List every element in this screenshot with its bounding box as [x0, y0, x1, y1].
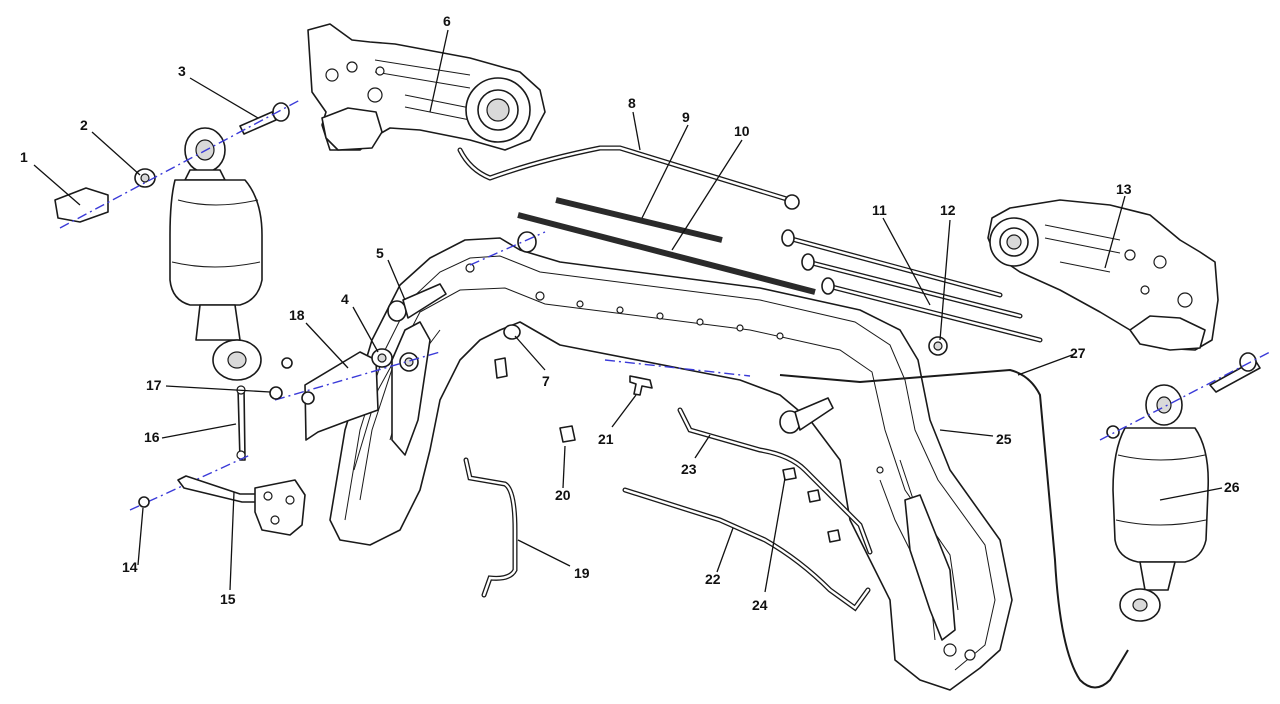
callout-12: 12 [940, 202, 956, 218]
part-3-bolt [239, 102, 290, 135]
callout-13: 13 [1116, 181, 1132, 197]
part-6-hinge-mechanism [307, 23, 546, 151]
part-11-long-bolts [781, 229, 1043, 343]
callout-7: 7 [542, 373, 550, 389]
callout-2: 2 [80, 117, 88, 133]
callout-6: 6 [443, 13, 451, 29]
axis-bracket [274, 351, 441, 401]
callout-14: 14 [122, 559, 138, 575]
part-25-frame [329, 237, 1013, 691]
callout-27: 27 [1070, 345, 1086, 361]
callout-21: 21 [598, 431, 614, 447]
part-18-bracket [304, 351, 379, 441]
callout-10: 10 [734, 123, 750, 139]
frame-side-bolt [779, 397, 834, 434]
callout-26: 26 [1224, 479, 1240, 495]
part-9-bar [555, 197, 723, 243]
callout-25: 25 [996, 431, 1012, 447]
part-left-air-spring [169, 127, 263, 381]
part-19-pipe [463, 457, 518, 598]
part-7-nut [503, 324, 521, 340]
part-1-bracket [54, 187, 109, 223]
part-21-tee [629, 375, 653, 396]
callout-3: 3 [178, 63, 186, 79]
axis-frame-mid [604, 359, 751, 377]
callout-5: 5 [376, 245, 384, 261]
callout-11: 11 [872, 202, 887, 218]
callout-16: 16 [144, 429, 160, 445]
callout-22: 22 [705, 571, 721, 587]
callout-18: 18 [289, 307, 305, 323]
part-17-fasteners [269, 357, 315, 405]
callout-15: 15 [220, 591, 236, 607]
part-27-long-pipe [779, 368, 1129, 689]
axis-frame-top [469, 231, 546, 266]
part-15-valve [254, 479, 306, 536]
part-12-nut [928, 336, 948, 356]
part-8-pipe [457, 145, 800, 210]
part-16-link-rod [236, 385, 246, 461]
callout-20: 20 [555, 487, 571, 503]
part-14-nut [138, 496, 150, 508]
part-20-fitting [559, 425, 576, 443]
part-22-pipe [622, 487, 871, 612]
callout-9: 9 [682, 109, 690, 125]
callout-19: 19 [574, 565, 590, 581]
callout-8: 8 [628, 95, 636, 111]
part-2-nut [134, 168, 156, 188]
leader-lines [33, 29, 1223, 593]
part-10-bar [517, 212, 816, 295]
part-15-lever [177, 475, 263, 503]
part-13-hinge-mechanism [987, 199, 1219, 351]
callout-24: 24 [752, 597, 768, 613]
frame-nut-top [517, 231, 537, 253]
callout-4: 4 [341, 291, 349, 307]
callout-1: 1 [20, 149, 28, 165]
callout-labels: 1 2 3 4 5 6 7 8 9 10 11 12 13 14 15 16 1… [20, 13, 1240, 613]
callout-23: 23 [681, 461, 697, 477]
part-5-bolt [387, 283, 447, 322]
part-26-air-spring [1099, 351, 1271, 622]
axis-left-spring-upper [59, 99, 301, 229]
part-23-pipe [677, 407, 873, 555]
callout-17: 17 [146, 377, 162, 393]
part-24-fittings [494, 357, 841, 543]
